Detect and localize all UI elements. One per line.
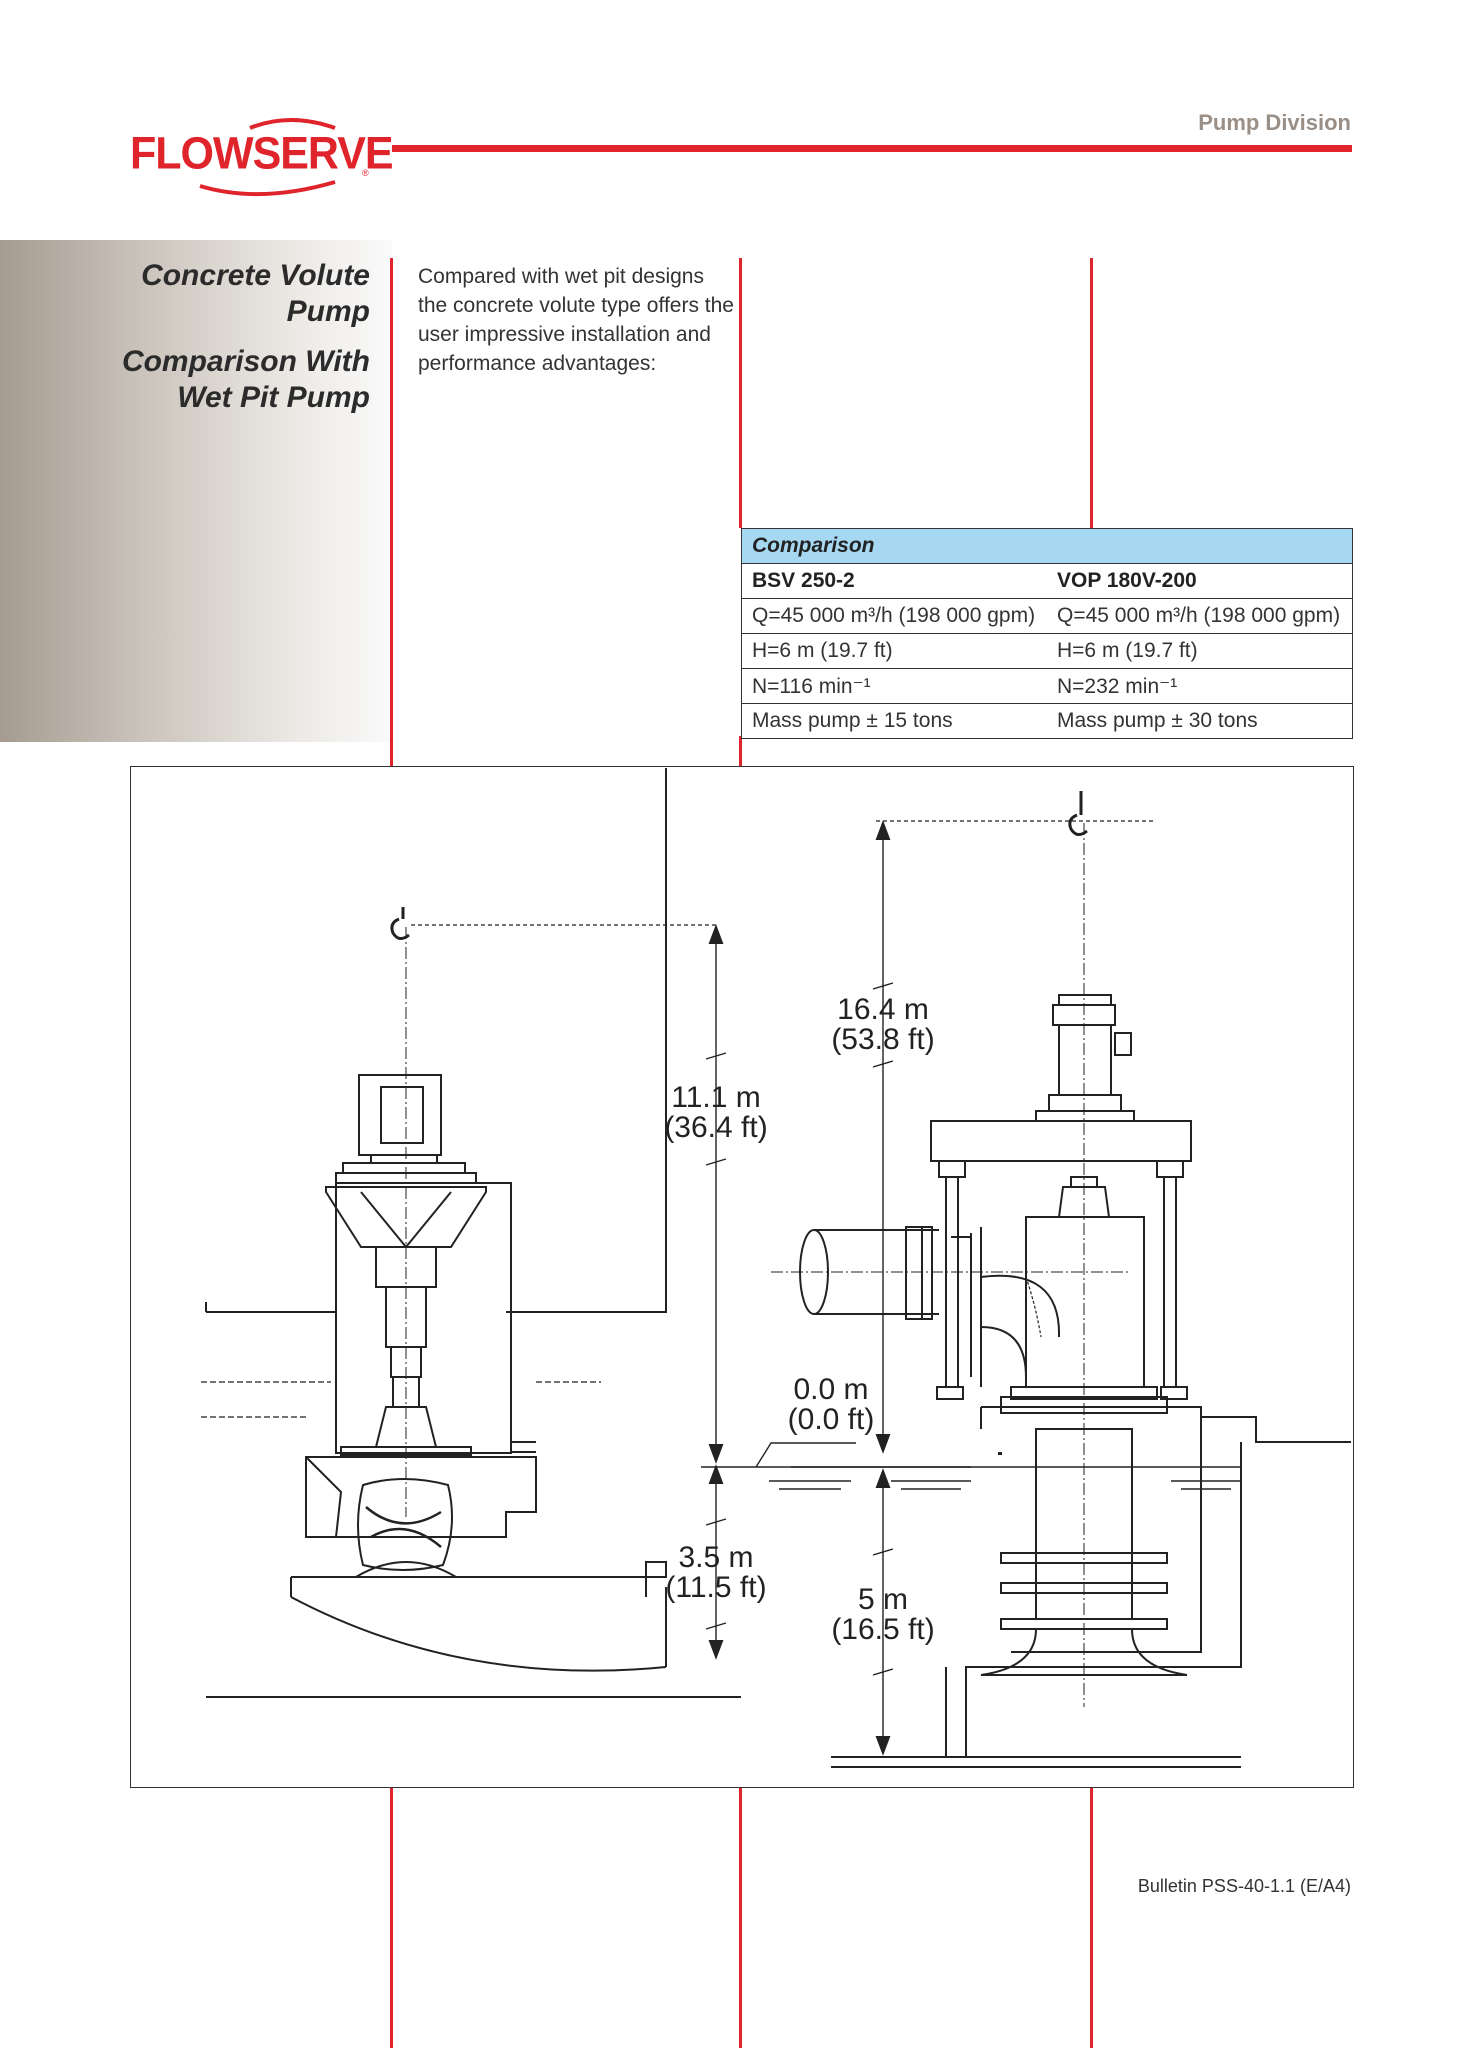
datum-label: 0.0 m [793, 1373, 868, 1406]
left-depth-label: 3.5 m [678, 1541, 753, 1574]
brand-name: FLOWSERVE [130, 128, 394, 180]
pump-comparison-diagram: 11.1 m (36.4 ft) 3.5 m (11.5 ft) [130, 766, 1354, 1788]
table-header-row: BSV 250-2 VOP 180V-200 [741, 563, 1353, 599]
table-cell: H=6 m (19.7 ft) [1047, 633, 1353, 669]
right-height-ft-label: (53.8 ft) [831, 1023, 934, 1056]
section-subtitle: Comparison With Wet Pit Pump [121, 345, 370, 414]
column-rule-2 [739, 258, 742, 528]
column-header: BSV 250-2 [741, 563, 1047, 599]
section-title: Concrete Volute Pump [141, 259, 370, 328]
crane-hook-icon [1068, 791, 1088, 836]
table-caption: Comparison [741, 528, 1353, 564]
left-depth-ft-label: (11.5 ft) [665, 1571, 766, 1604]
left-height-ft-label: (36.4 ft) [664, 1111, 767, 1144]
right-depth-label: 5 m [858, 1583, 908, 1616]
table-row: H=6 m (19.7 ft) H=6 m (19.7 ft) [741, 633, 1353, 669]
right-height-label: 16.4 m [837, 993, 929, 1026]
header-rule [392, 145, 1352, 152]
table-cell: N=116 min⁻¹ [741, 668, 1047, 704]
flowserve-logo: FLOWSERVE ® [130, 118, 394, 198]
column-rule-2-lower [739, 1787, 742, 2048]
comparison-table: Comparison BSV 250-2 VOP 180V-200 Q=45 0… [741, 528, 1353, 739]
table-cell: N=232 min⁻¹ [1047, 668, 1353, 704]
left-height-label: 11.1 m [671, 1081, 761, 1114]
column-header: VOP 180V-200 [1047, 563, 1353, 599]
logo-swoosh-icon [199, 118, 336, 197]
table-caption-row: Comparison [741, 528, 1353, 564]
crane-hook-icon [390, 907, 410, 940]
table-row: Mass pump ± 15 tons Mass pump ± 30 tons [741, 703, 1353, 739]
datum-ft-label: (0.0 ft) [788, 1403, 875, 1436]
table-row: Q=45 000 m³/h (198 000 gpm) Q=45 000 m³/… [741, 598, 1353, 634]
column-rule-2b [739, 736, 742, 766]
registered-mark: ® [362, 168, 369, 178]
table-row: N=116 min⁻¹ N=232 min⁻¹ [741, 668, 1353, 704]
table-cell: Mass pump ± 15 tons [741, 703, 1047, 739]
table-cell: Q=45 000 m³/h (198 000 gpm) [741, 598, 1047, 634]
division-label: Pump Division [1198, 110, 1351, 135]
wet-pit-pump: 16.4 m (53.8 ft) 0.0 m (0.0 ft) 5 m (16.… [755, 791, 1351, 1768]
table-cell: Mass pump ± 30 tons [1047, 703, 1353, 739]
column-rule-3-lower [1090, 1787, 1093, 2048]
concrete-volute-pump: 11.1 m (36.4 ft) 3.5 m (11.5 ft) [201, 768, 971, 1698]
column-rule-3 [1090, 258, 1093, 528]
table-cell: Q=45 000 m³/h (198 000 gpm) [1047, 598, 1353, 634]
sidebar-panel: Concrete Volute Pump Comparison With Wet… [0, 240, 392, 742]
right-depth-ft-label: (16.5 ft) [831, 1613, 934, 1646]
table-cell: H=6 m (19.7 ft) [741, 633, 1047, 669]
column-rule-1 [390, 258, 393, 766]
column-rule-1-lower [390, 1787, 393, 2048]
bulletin-number: Bulletin PSS-40-1.1 (E/A4) [1137, 1876, 1351, 1896]
diagram-drawing: 11.1 m (36.4 ft) 3.5 m (11.5 ft) [201, 768, 1351, 1768]
intro-paragraph: Compared with wet pit designs the concre… [418, 265, 734, 375]
